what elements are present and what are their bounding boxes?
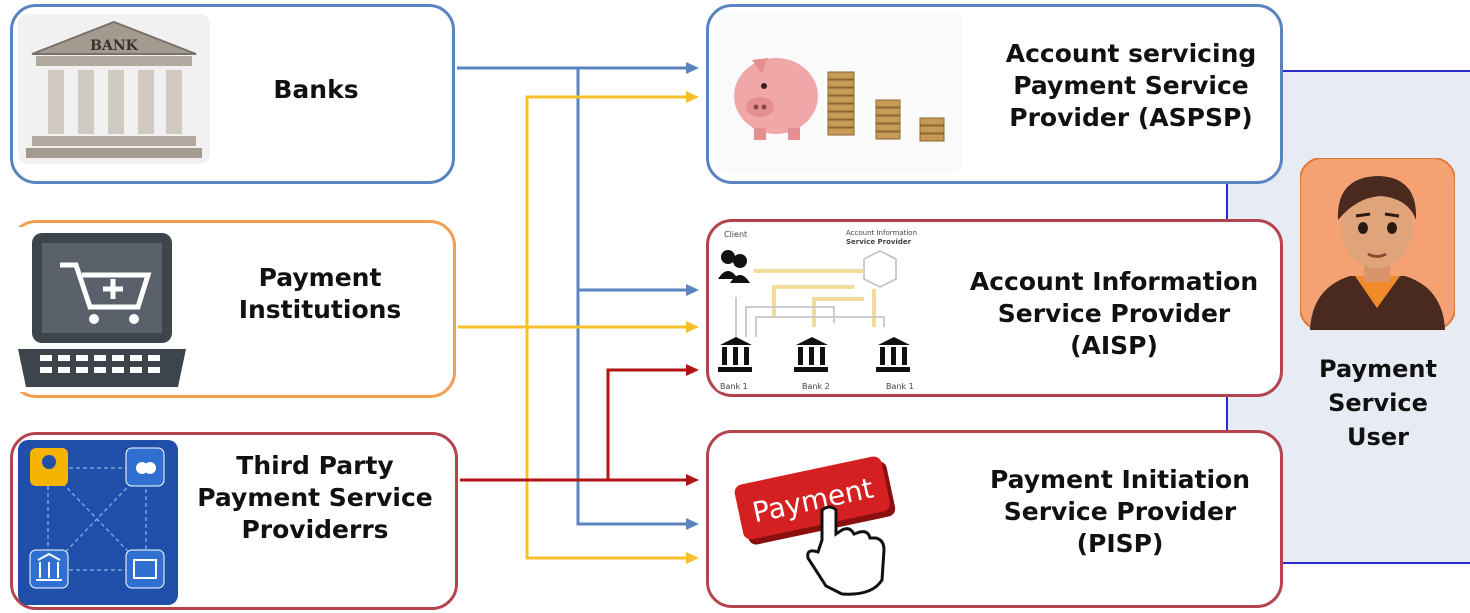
banks-label: Banks xyxy=(273,75,359,104)
bank-building-icon: BANK xyxy=(18,14,210,164)
aisp-client-text: Client xyxy=(724,230,747,239)
arrow-tpp-to-aisp xyxy=(606,368,686,480)
arrowhead-pisp-red xyxy=(686,474,699,486)
arrowhead-aisp-orange xyxy=(686,321,699,333)
arrowhead-aisp-red xyxy=(686,364,699,376)
aisp-bank3-text: Bank 1 xyxy=(886,382,914,391)
arrowhead-aspsp-blue xyxy=(686,62,699,74)
bank-sign-text: BANK xyxy=(90,38,138,54)
person-avatar xyxy=(1300,158,1455,330)
arrowhead-aspsp-orange xyxy=(686,91,699,103)
arrowhead-pisp-blue xyxy=(686,518,699,530)
aisp-provider-text: Account Information xyxy=(846,229,917,237)
pisp-label: Payment Initiation Service Provider (PIS… xyxy=(989,465,1251,558)
payment-institutions-label: Payment Institutions xyxy=(238,263,402,324)
aisp-bank1-text: Bank 1 xyxy=(720,382,748,391)
tpp-label: Third Party Payment Service Providerrs xyxy=(197,451,433,544)
payment-key-image: Payment xyxy=(722,440,932,598)
tpp-network-image xyxy=(18,440,178,605)
arrow-banks-to-pisp xyxy=(457,66,686,526)
arrowhead-pisp-orange xyxy=(686,552,699,564)
svg-text:Service Provider: Service Provider xyxy=(846,238,912,246)
payment-service-user-label: Payment Service User xyxy=(1319,355,1437,451)
piggy-bank-coins-image xyxy=(716,12,962,174)
laptop-cart-icon xyxy=(10,227,190,392)
arrow-pi-to-aspsp-pisp xyxy=(525,95,686,560)
aisp-flow-image: Client Account Information Service Provi… xyxy=(714,227,938,392)
arrowhead-aisp-blue xyxy=(686,284,699,296)
aisp-label: Account Information Service Provider (AI… xyxy=(969,267,1259,360)
aisp-bank2-text: Bank 2 xyxy=(802,382,830,391)
aspsp-label: Account servicing Payment Service Provid… xyxy=(1005,39,1257,132)
